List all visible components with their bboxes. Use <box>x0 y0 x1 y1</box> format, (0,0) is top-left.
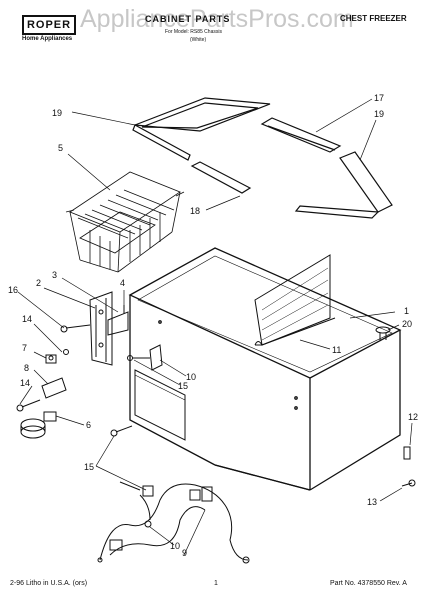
footer-part-number: Part No. 4378550 Rev. A <box>330 580 407 587</box>
left-bracket-parts <box>16 349 69 439</box>
leader-lines <box>17 98 413 556</box>
callout-15b: 15 <box>84 462 94 472</box>
callout-12: 12 <box>408 412 418 422</box>
callout-15a: 15 <box>178 381 188 391</box>
callout-19a: 19 <box>52 108 62 118</box>
drain-plug-20 <box>375 326 391 340</box>
callout-14b: 14 <box>20 378 30 388</box>
callout-13: 13 <box>367 497 377 507</box>
callout-5: 5 <box>58 143 63 153</box>
mounting-screws <box>110 344 416 487</box>
brand-logo: ROPER <box>22 15 76 35</box>
model-subtitle: For Model: RS85 Chassis <box>165 29 222 35</box>
callout-3: 3 <box>52 270 57 280</box>
callout-1: 1 <box>404 306 409 316</box>
brand-sub: Home Appliances <box>22 36 73 42</box>
callout-18: 18 <box>190 206 200 216</box>
freezer-cabinet <box>128 247 402 491</box>
header: ROPER Home Appliances AppliancePartsPros… <box>0 0 434 52</box>
callout-6: 6 <box>86 420 91 430</box>
watermark: AppliancePartsPros.com <box>80 5 354 33</box>
callout-labels: 19 17 19 5 18 1 20 11 12 13 3 2 4 16 14 … <box>8 93 418 558</box>
callout-4: 4 <box>120 278 125 288</box>
callout-10a: 10 <box>186 372 196 382</box>
callout-8: 8 <box>24 363 29 373</box>
wiring-harness <box>97 481 250 564</box>
color-subtitle: (White) <box>190 37 207 43</box>
callout-11: 11 <box>332 345 341 355</box>
callout-9: 9 <box>182 548 187 558</box>
callout-16: 16 <box>8 285 18 295</box>
hinge-assembly <box>60 291 129 366</box>
wire-basket <box>65 171 185 273</box>
footer-litho: 2-96 Litho in U.S.A. (ors) <box>10 580 88 587</box>
callout-2: 2 <box>36 278 41 288</box>
footer-page: 1 <box>214 580 218 587</box>
callout-7: 7 <box>22 343 27 353</box>
callout-10b: 10 <box>170 541 180 551</box>
callout-17: 17 <box>374 93 384 103</box>
callout-20: 20 <box>402 319 412 329</box>
page-title: CABINET PARTS <box>145 14 231 24</box>
divider-panel <box>254 254 336 346</box>
callout-19b: 19 <box>374 109 384 119</box>
lid-gasket-frame <box>132 97 393 219</box>
callout-14a: 14 <box>22 314 32 324</box>
breaker-strip-18 <box>190 161 252 194</box>
category-label: CHEST FREEZER <box>340 14 407 23</box>
